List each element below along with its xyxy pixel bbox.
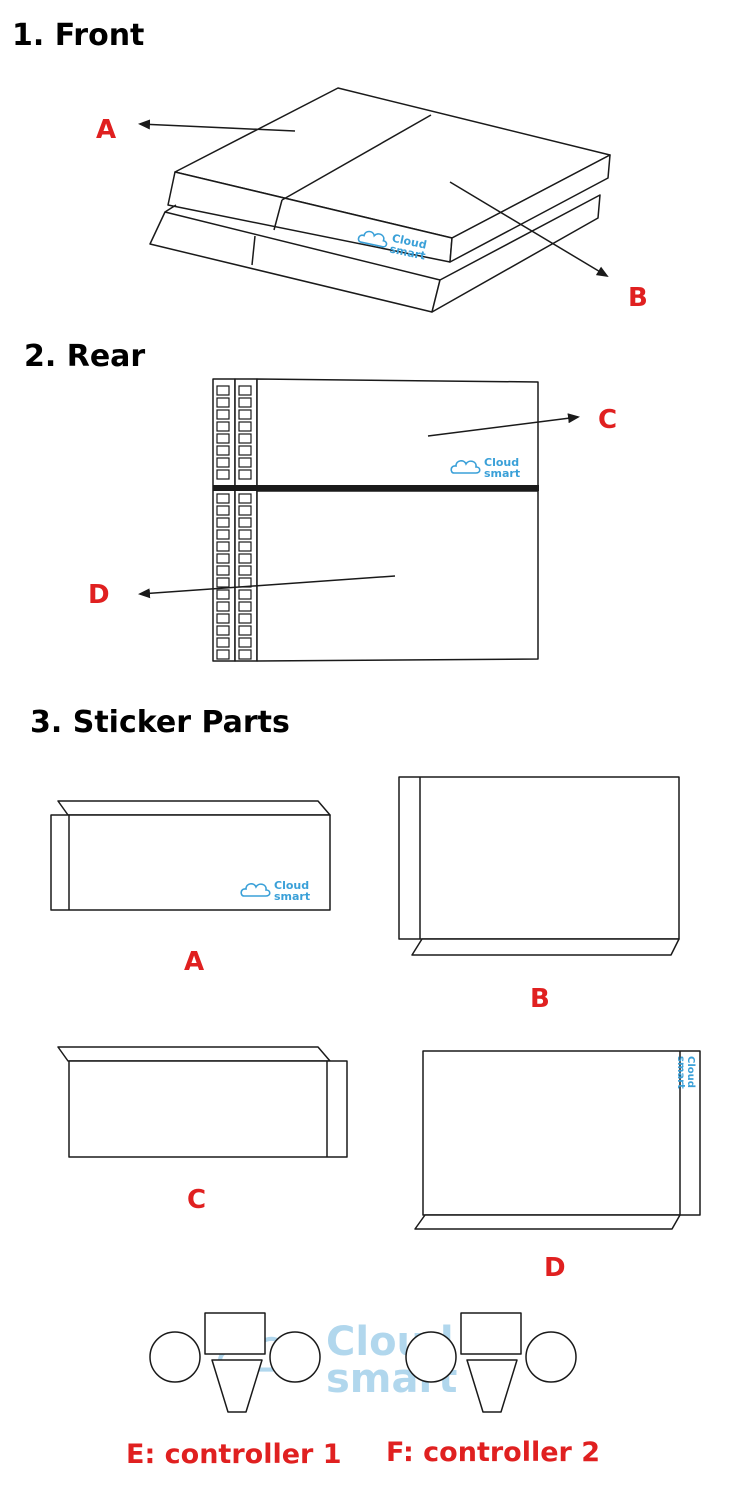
vent-slot [238,433,252,444]
sticker-part-c [57,1046,348,1158]
vent-slot [238,445,252,456]
sticker-part-d: Cloud smart [414,1050,701,1230]
vent-slot [238,601,252,612]
label-part-a: A [184,947,204,977]
section-title-rear: 2. Rear [24,339,145,374]
arrow-b-front [449,181,609,278]
sticker-part-a: Cloud smart [50,800,331,911]
vent-slot [238,649,252,660]
vent-slot [216,409,230,420]
vent-slot [216,613,230,624]
logo-line1: Cloud [685,1056,696,1088]
label-part-d: D [544,1253,566,1283]
vent-slot [216,505,230,516]
logo-line2: smart [484,467,520,480]
vent-slot [238,517,252,528]
logo-line2: smart [274,890,310,903]
label-controller-2: F: controller 2 [386,1437,600,1468]
vent-slot [216,529,230,540]
logo-line1: Cloud [274,879,309,892]
vent-slot [238,385,252,396]
vent-slot [238,505,252,516]
vent-slot [238,457,252,468]
vent-slot [216,517,230,528]
vent-slot [238,409,252,420]
vent-slot [216,433,230,444]
arrow-c-rear [427,413,580,437]
cloud-smart-logo-rear: Cloud smart [450,456,520,480]
vent-slot [238,421,252,432]
vent-slot [216,445,230,456]
vent-slot [216,421,230,432]
section-title-front: 1. Front [12,18,144,53]
vent-slot [238,637,252,648]
vent-slot [216,493,230,504]
label-b-front: B [628,283,648,313]
vent-slot [216,565,230,576]
vent-slot [216,625,230,636]
arrow-a-front [138,119,296,132]
vent-slot [216,601,230,612]
vent-slot [238,469,252,480]
vent-slot [238,625,252,636]
label-a-front: A [96,115,116,145]
vent-slot [238,589,252,600]
vent-slot [238,541,252,552]
logo-line2: smart [675,1056,686,1089]
logo-line1: Cloud [484,456,519,469]
vent-slot [238,493,252,504]
vent-slot [216,553,230,564]
vent-slot [238,565,252,576]
vent-slot [216,541,230,552]
vent-slot [238,553,252,564]
vent-slot [216,469,230,480]
label-controller-1: E: controller 1 [126,1439,342,1470]
label-c-rear: C [598,405,617,435]
vent-slot [216,577,230,588]
vent-slot [216,385,230,396]
arrow-d-rear [138,575,396,599]
label-d-rear: D [88,580,110,610]
label-part-c: C [187,1185,206,1215]
vent-slot [238,613,252,624]
label-part-b: B [530,984,550,1014]
vent-slot [216,457,230,468]
console-front-drawing: Cloud smart [149,87,611,313]
vent-slot [216,397,230,408]
vent-slot [216,589,230,600]
section-title-parts: 3. Sticker Parts [30,705,290,740]
controller-1-stickers [149,1312,321,1413]
vent-slot [216,649,230,660]
vent-slot [238,397,252,408]
cloud-smart-logo-part-a: Cloud smart [240,879,310,903]
vent-slot [238,529,252,540]
sticker-part-b [398,776,680,956]
console-rear-drawing: Cloud smart [212,378,539,662]
controller-2-stickers [405,1312,577,1413]
vent-slot [216,637,230,648]
cloud-smart-logo-part-d: Cloud smart [675,1056,696,1089]
